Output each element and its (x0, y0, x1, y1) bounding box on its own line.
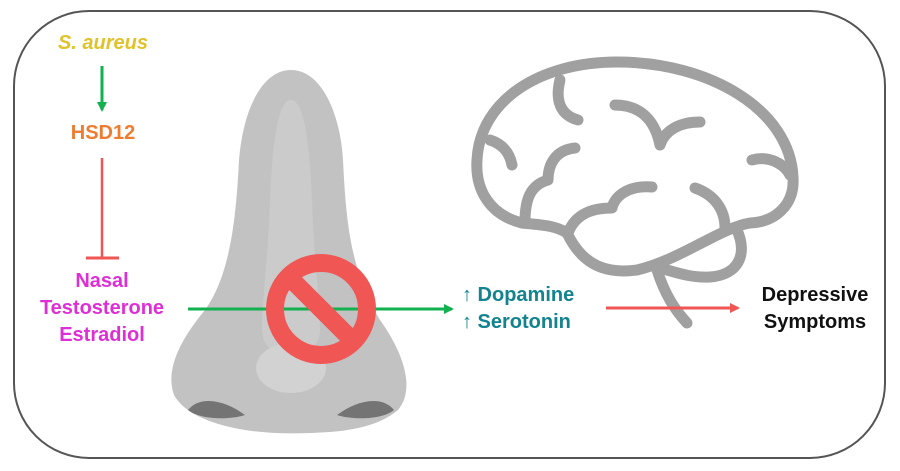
serotonin-label: ↑ Serotonin (462, 311, 571, 333)
frame-border (13, 10, 886, 459)
outcome-line-2: Symptoms (763, 311, 867, 333)
hormones-line-3: Estradiol (59, 324, 145, 346)
dopamine-label: ↑ Dopamine (462, 284, 575, 306)
outcome-label: Depressive Symptoms (740, 282, 890, 336)
outcome-line-1: Depressive (761, 284, 869, 306)
hormones-line-2: Testosterone (39, 297, 165, 319)
bacterium-label: S. aureus (57, 32, 149, 54)
hormones-label: Nasal Testosterone Estradiol (12, 268, 192, 349)
hormones-line-1: Nasal (75, 270, 129, 292)
neurotransmitters-label: ↑ Dopamine ↑ Serotonin (462, 282, 574, 336)
brain-icon (471, 56, 799, 329)
enzyme-label: HSD12 (70, 122, 136, 144)
inhibition-line-hsd12-hormones (86, 158, 119, 260)
blocked-icon (266, 254, 376, 364)
